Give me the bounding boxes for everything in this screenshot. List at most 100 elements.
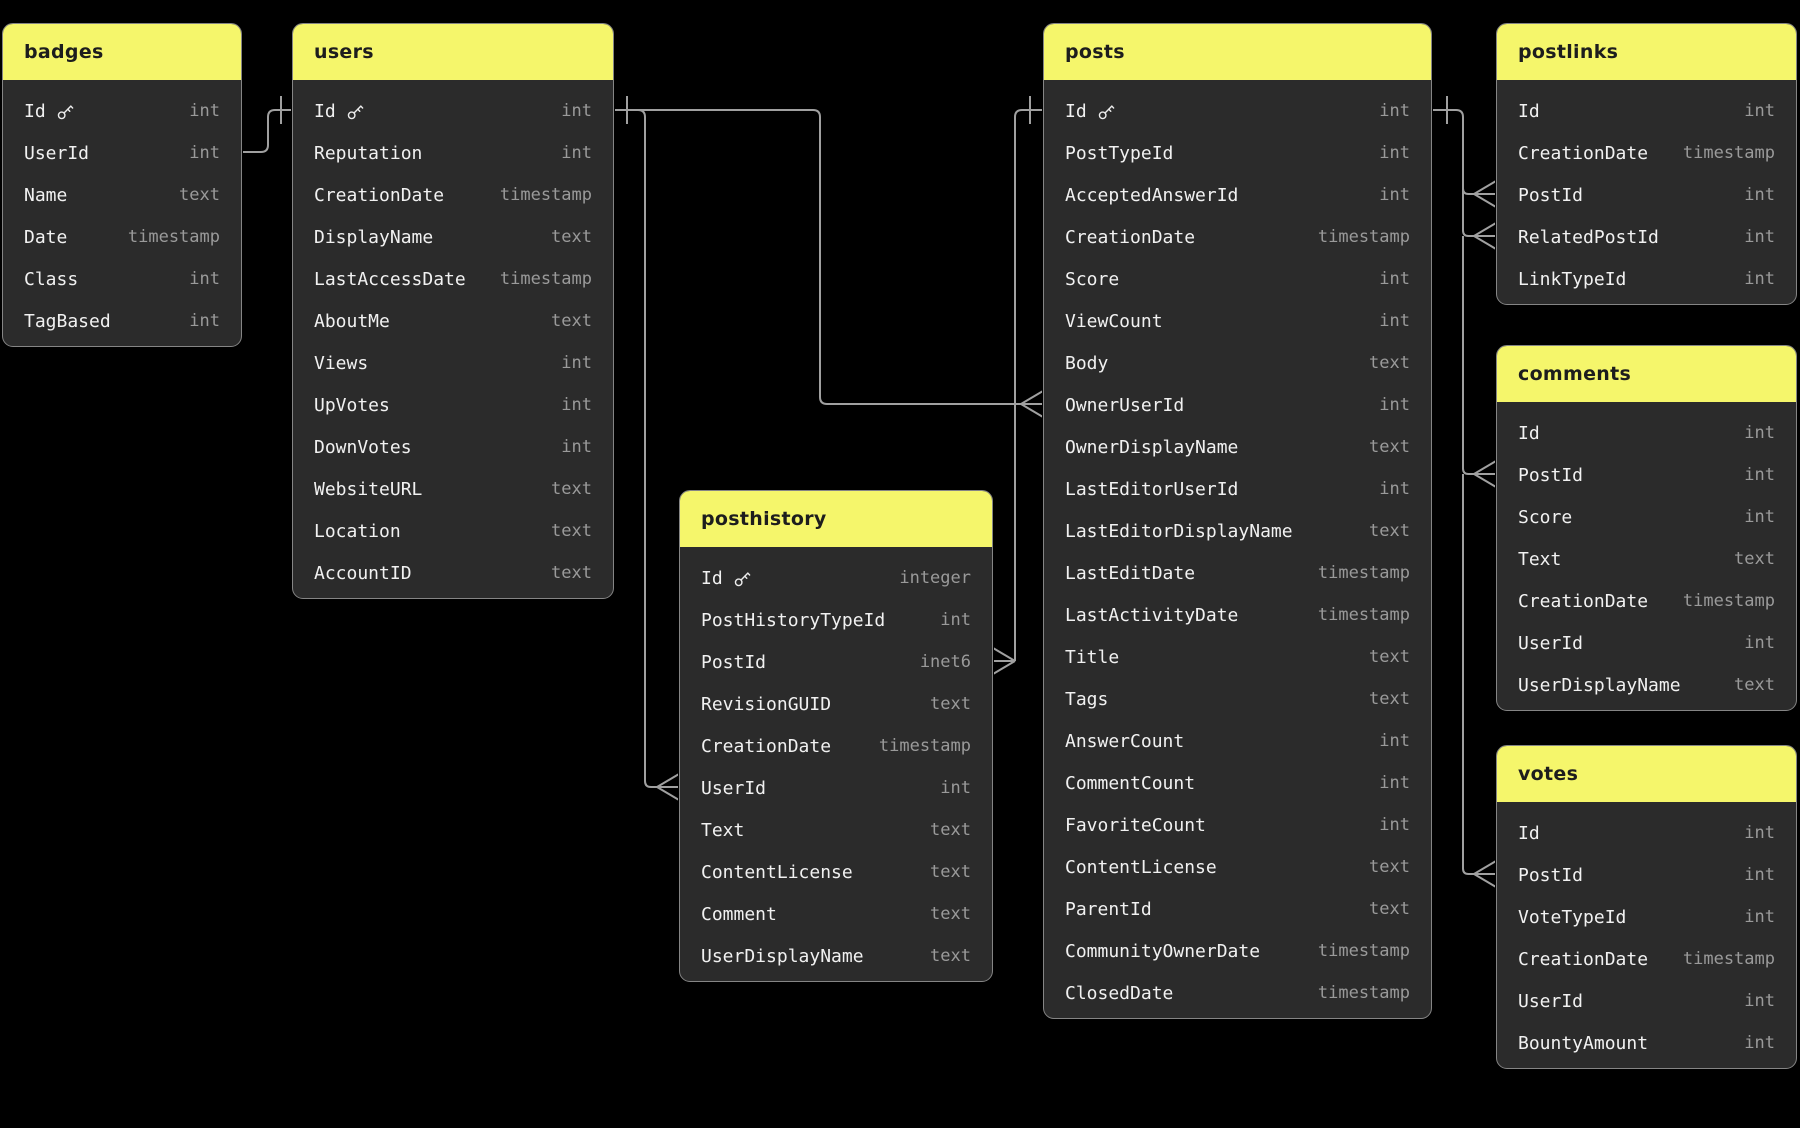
relationship-posts-Id-to-postlinks-RelatedPostId[interactable] (1462, 152, 1474, 237)
table-header-users[interactable]: users (293, 24, 613, 80)
field-name: UpVotes (314, 394, 390, 416)
table-header-comments[interactable]: comments (1497, 346, 1796, 402)
table-header-postlinks[interactable]: postlinks (1497, 24, 1796, 80)
field-name: LastEditorUserId (1065, 478, 1239, 500)
field-name: Score (1518, 506, 1573, 528)
table-header-posts[interactable]: posts (1044, 24, 1431, 80)
table-header-posthistory[interactable]: posthistory (680, 491, 992, 547)
table-title: votes (1518, 763, 1579, 785)
table-header-votes[interactable]: votes (1497, 746, 1796, 802)
table-header-badges[interactable]: badges (3, 24, 241, 80)
relationship-posts-Id-to-votes-PostId[interactable] (1462, 474, 1474, 875)
relationship-users-Id-to-posthistory-UserId[interactable] (614, 109, 657, 788)
field-type: text (551, 563, 592, 583)
relationship-posts-Id-to-posthistory-PostId[interactable] (1014, 109, 1043, 661)
relationship-posts-Id-to-postlinks-PostId[interactable] (1432, 109, 1474, 195)
field-name: Class (24, 268, 79, 290)
table-title: posthistory (701, 508, 827, 530)
relationship-badges-UserId-to-users-Id[interactable] (242, 109, 292, 153)
field-name: Id (1518, 100, 1540, 122)
field-type: int (1744, 1033, 1775, 1053)
relationship-users-Id-to-posts-OwnerUserId[interactable] (614, 109, 1021, 405)
relationship-posts-Id-to-comments-PostId[interactable] (1462, 236, 1474, 475)
